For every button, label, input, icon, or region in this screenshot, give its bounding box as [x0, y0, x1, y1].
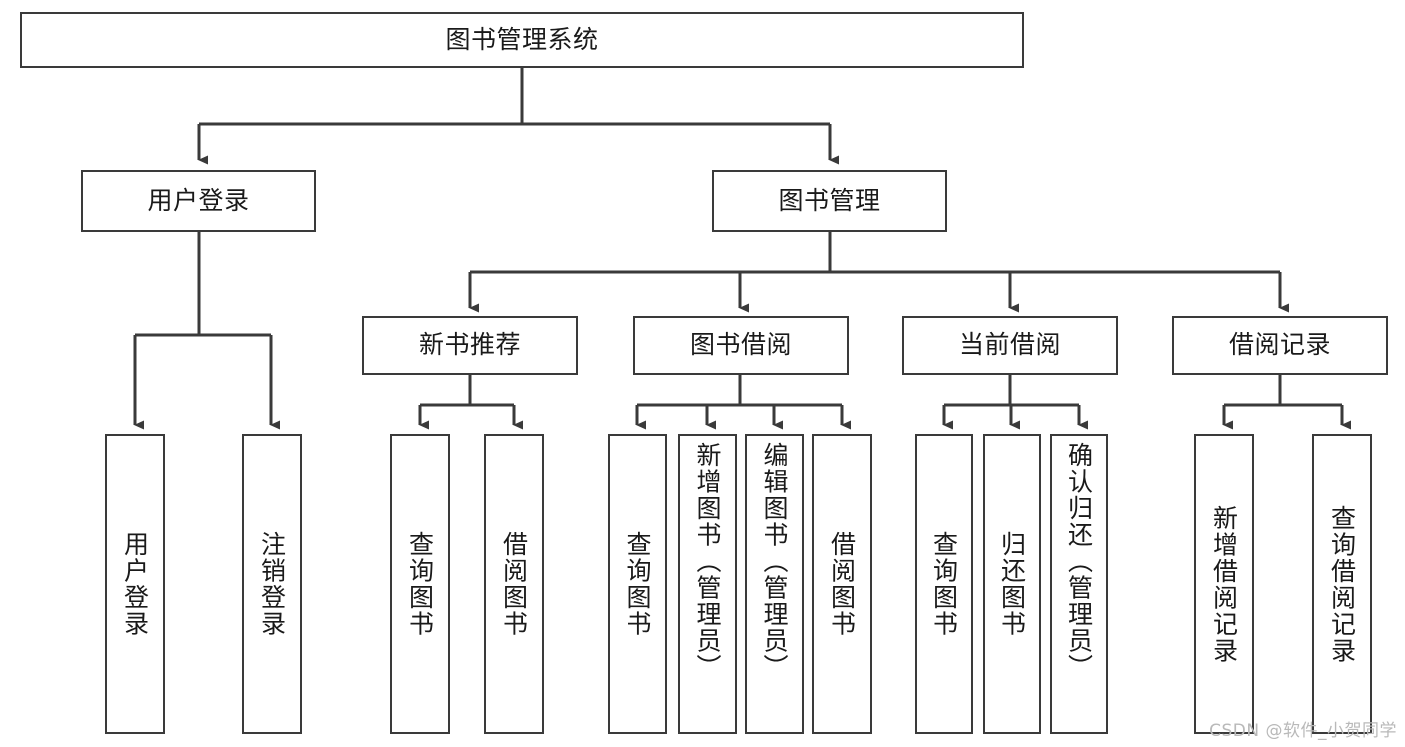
- node-label: 用户登录: [147, 185, 250, 215]
- node-label: 图书管理系统: [445, 24, 599, 54]
- node-book-management[interactable]: 图书管理: [712, 170, 947, 232]
- node-current-borrow[interactable]: 当前借阅: [902, 316, 1118, 375]
- node-label: 归还图书: [997, 531, 1027, 637]
- node-label: 查询图书: [623, 531, 652, 637]
- node-label: 新书推荐: [418, 330, 521, 360]
- leaf-add-book-admin[interactable]: 新增图书（管理员）: [678, 434, 737, 734]
- leaf-add-borrow-record[interactable]: 新增借阅记录: [1194, 434, 1254, 734]
- csdn-watermark: CSDN @软件_小贺同学: [1209, 721, 1397, 741]
- leaf-borrow-book[interactable]: 借阅图书: [812, 434, 872, 734]
- node-label: 查询图书: [929, 531, 959, 637]
- node-label: 借阅记录: [1228, 330, 1331, 360]
- node-borrow-records[interactable]: 借阅记录: [1172, 316, 1388, 375]
- node-label: 借阅图书: [499, 531, 529, 637]
- node-new-book-recommend[interactable]: 新书推荐: [362, 316, 578, 375]
- node-label: 编辑图书（管理员）: [760, 442, 789, 681]
- leaf-query-book-borrow[interactable]: 查询图书: [608, 434, 667, 734]
- node-label: 当前借阅: [958, 330, 1061, 360]
- leaf-user-login[interactable]: 用户登录: [105, 434, 165, 734]
- node-label: 图书借阅: [689, 330, 792, 360]
- node-user-login[interactable]: 用户登录: [81, 170, 316, 232]
- leaf-return-book[interactable]: 归还图书: [983, 434, 1041, 734]
- leaf-query-book-current[interactable]: 查询图书: [915, 434, 973, 734]
- leaf-query-borrow-record[interactable]: 查询借阅记录: [1312, 434, 1372, 734]
- node-label: 新增借阅记录: [1209, 504, 1239, 664]
- leaf-query-book-newbook[interactable]: 查询图书: [390, 434, 450, 734]
- node-label: 确认归还（管理员）: [1064, 442, 1094, 681]
- node-root-system[interactable]: 图书管理系统: [20, 12, 1024, 68]
- leaf-borrow-book-newbook[interactable]: 借阅图书: [484, 434, 544, 734]
- leaf-confirm-return-admin[interactable]: 确认归还（管理员）: [1050, 434, 1108, 734]
- node-label: 查询图书: [405, 531, 435, 637]
- leaf-edit-book-admin[interactable]: 编辑图书（管理员）: [745, 434, 804, 734]
- node-label: 用户登录: [120, 531, 150, 637]
- node-label: 注销登录: [257, 531, 287, 637]
- node-label: 借阅图书: [827, 531, 857, 637]
- leaf-logout[interactable]: 注销登录: [242, 434, 302, 734]
- node-label: 查询借阅记录: [1327, 504, 1357, 664]
- node-book-borrow[interactable]: 图书借阅: [633, 316, 849, 375]
- node-label: 图书管理: [778, 185, 881, 215]
- node-label: 新增图书（管理员）: [693, 442, 722, 681]
